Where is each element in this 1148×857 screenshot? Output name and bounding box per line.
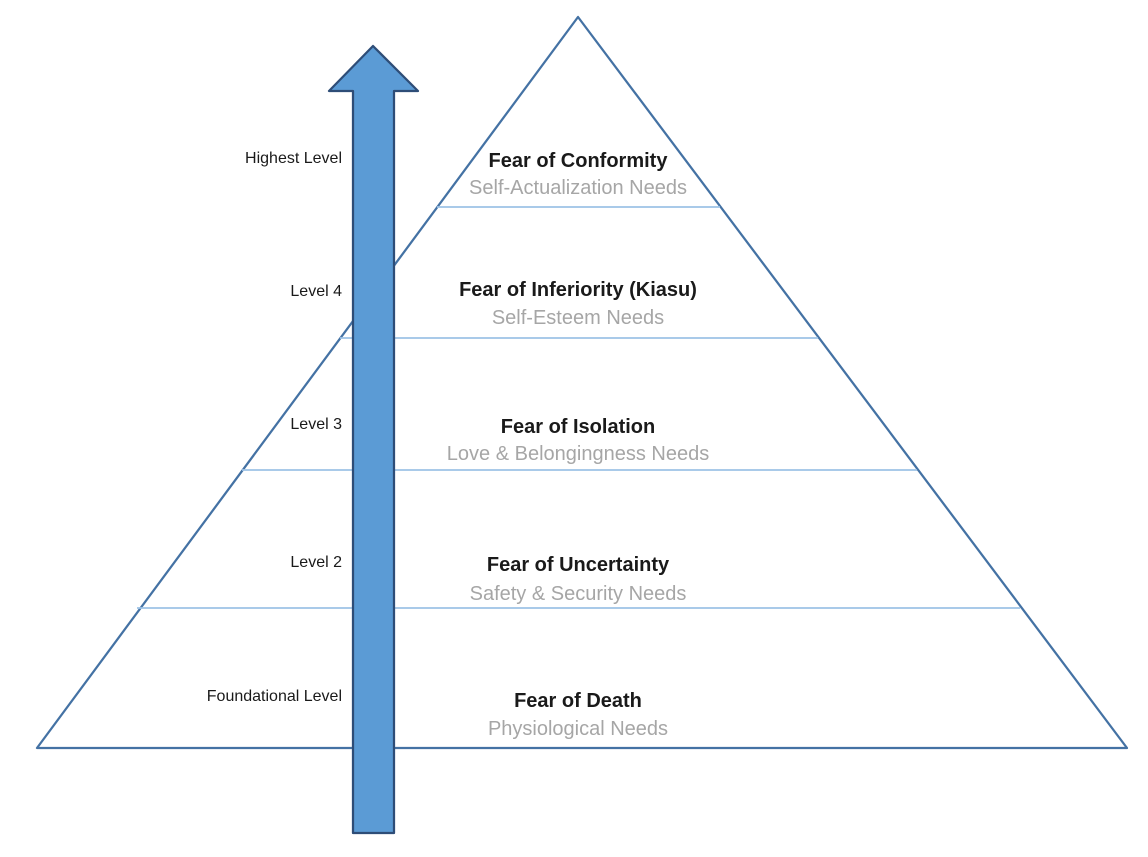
pyramid-outline — [35, 15, 1129, 750]
need-subtitle-physiological: Physiological Needs — [487, 718, 669, 740]
up-arrow-icon — [327, 44, 420, 835]
side-label-level-2: Level 2 — [290, 554, 342, 571]
need-subtitle-belongingness: Love & Belongingness Needs — [446, 443, 710, 465]
fear-title-inferiority: Fear of Inferiority (Kiasu) — [459, 279, 697, 301]
fear-title-conformity: Fear of Conformity — [488, 150, 668, 172]
need-subtitle-safety: Safety & Security Needs — [469, 583, 687, 605]
need-subtitle-self-esteem: Self-Esteem Needs — [491, 307, 665, 329]
fear-title-death: Fear of Death — [514, 690, 642, 712]
fear-title-uncertainty: Fear of Uncertainty — [486, 554, 670, 576]
side-label-level-3: Level 3 — [290, 416, 342, 433]
side-label-highest-level: Highest Level — [245, 150, 342, 167]
side-label-foundational-level: Foundational Level — [206, 688, 342, 705]
side-label-level-4: Level 4 — [290, 283, 342, 300]
fear-title-isolation: Fear of Isolation — [500, 416, 656, 438]
need-subtitle-self-actualization: Self-Actualization Needs — [469, 177, 687, 199]
